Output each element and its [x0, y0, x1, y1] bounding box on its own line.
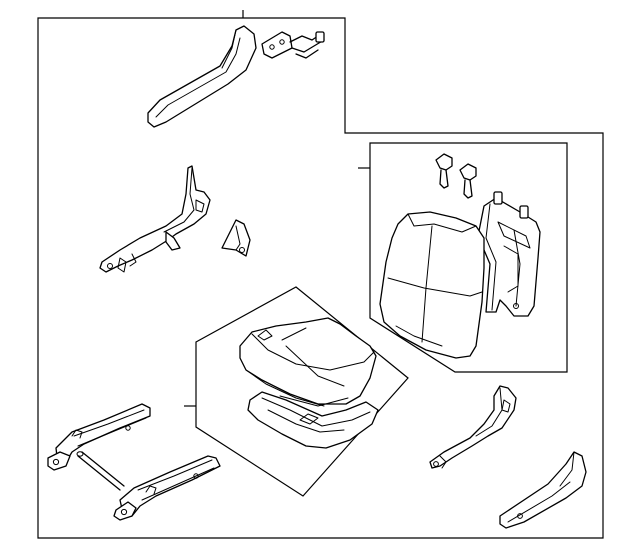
side-trim-cover	[499, 451, 587, 529]
harness-connector	[261, 31, 325, 59]
outer-frame	[37, 17, 604, 539]
seat-back-panel	[369, 142, 568, 373]
adjuster-rod	[76, 451, 125, 491]
back-trim-panel	[147, 25, 257, 128]
seat-cushion-pad	[247, 391, 379, 449]
seat-back-frame	[477, 191, 541, 317]
headrest-guides	[435, 153, 477, 199]
seat-track-left	[47, 403, 151, 471]
seat-back-cushion	[379, 211, 485, 359]
recliner-bracket-left	[99, 165, 211, 273]
seat-cushion	[239, 317, 377, 407]
seat-track-right	[113, 455, 221, 521]
recliner-bracket-right	[429, 385, 517, 469]
seat-cushion-panel	[195, 286, 409, 497]
small-bracket	[221, 219, 251, 257]
